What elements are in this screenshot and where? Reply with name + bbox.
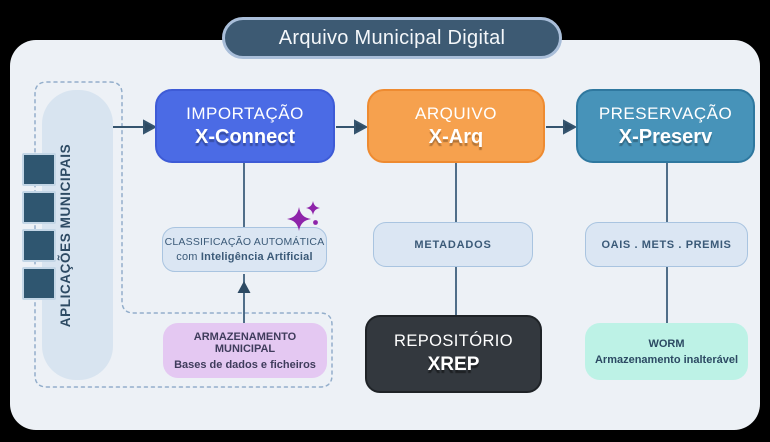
classificacao-line2-prefix: com [176, 251, 201, 263]
node-importacao: IMPORTAÇÃO X-Connect [155, 89, 335, 163]
arrowhead-import-to-arquivo [354, 119, 369, 135]
ai-sparkles-icon [287, 201, 320, 231]
arrowhead-arquivo-to-preserv [563, 119, 578, 135]
app-squares-icon [22, 229, 56, 262]
arquivo-stage-label: ARQUIVO [415, 103, 497, 123]
arquivo-product-label: X-Arq [428, 125, 484, 148]
classificacao-line2-bold: Inteligência Artificial [200, 251, 313, 263]
municipal-apps-label-wrap: APLICAÇÕES MUNICIPAIS [30, 90, 101, 380]
node-classificacao-automatica: CLASSIFICAÇÃO AUTOMÁTICA com Inteligênci… [162, 227, 327, 272]
arrowhead-storage-up [237, 281, 251, 293]
node-preservacao: PRESERVAÇÃO X-Preserv [576, 89, 755, 163]
armazenamento-line1: ARMAZENAMENTO MUNICIPAL [193, 330, 297, 355]
municipal-apps-label: APLICAÇÕES MUNICIPAIS [58, 143, 73, 327]
node-armazenamento-municipal: ARMAZENAMENTO MUNICIPAL Bases de dados e… [163, 323, 327, 378]
node-repositorio-xrep: REPOSITÓRIO XREP [365, 315, 542, 393]
classificacao-line2: com Inteligência Artificial [176, 251, 312, 263]
importacao-product-label: X-Connect [195, 125, 295, 148]
node-oais-mets-premis: OAIS . METS . PREMIS [585, 222, 748, 267]
app-squares-icon [22, 153, 56, 186]
page-title: Arquivo Municipal Digital [222, 17, 562, 59]
oais-label: OAIS . METS . PREMIS [601, 238, 732, 251]
node-worm: WORM Armazenamento inalterável [585, 323, 748, 380]
node-arquivo: ARQUIVO X-Arq [367, 89, 545, 163]
preservacao-stage-label: PRESERVAÇÃO [598, 103, 733, 123]
arrowhead-apps-to-import [143, 119, 158, 135]
armazenamento-line2: Bases de dados e ficheiros [174, 358, 316, 371]
importacao-stage-label: IMPORTAÇÃO [186, 103, 304, 123]
xrep-label: XREP [427, 354, 480, 375]
classificacao-line1: CLASSIFICAÇÃO AUTOMÁTICA [164, 236, 325, 248]
worm-label: WORM [648, 337, 685, 350]
metadados-label: METADADOS [414, 238, 492, 251]
preservacao-product-label: X-Preserv [618, 125, 713, 148]
app-squares-icon [22, 267, 56, 300]
repositorio-label: REPOSITÓRIO [394, 332, 513, 350]
node-metadados: METADADOS [373, 222, 533, 267]
app-squares-icon [22, 191, 56, 224]
worm-sub-label: Armazenamento inalterável [594, 353, 739, 366]
municipal-boundary-dashed [34, 81, 333, 388]
